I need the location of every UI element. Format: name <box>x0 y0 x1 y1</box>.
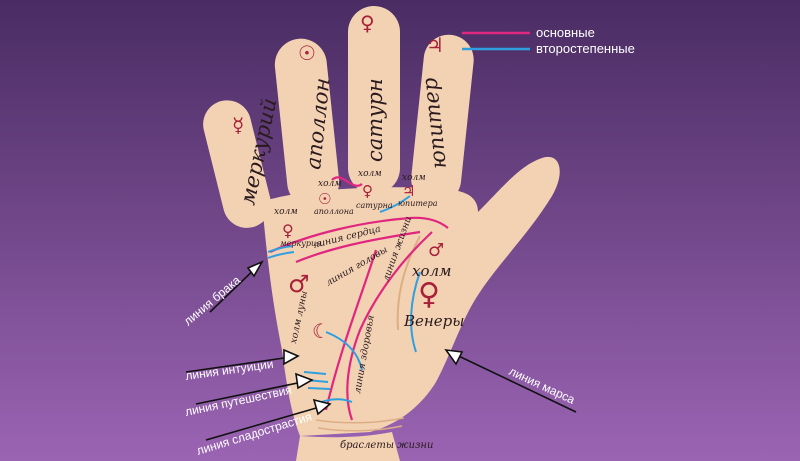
saturn-symbol-icon: ♀ <box>360 11 375 35</box>
travel-line-3 <box>307 387 331 390</box>
hand <box>203 6 560 461</box>
legend: основные второстепенные <box>462 25 635 56</box>
saturn-mount-line <box>379 195 411 213</box>
bracelets <box>315 417 405 432</box>
secondary-lines <box>267 195 421 405</box>
pointer-arrows <box>185 260 577 441</box>
fate-line <box>331 176 363 187</box>
finger-apollo <box>274 38 340 209</box>
mount-apollo: холм ☉ аполлона <box>314 179 354 216</box>
venus-mount-word: холм <box>412 262 451 280</box>
finger-jupiter <box>411 34 474 205</box>
arrow-intuition <box>185 355 299 373</box>
mount-saturn-symbol-icon: ♀ <box>362 182 373 200</box>
wrist <box>296 432 400 461</box>
mars-line <box>410 271 421 353</box>
mount-apollo-name: аполлона <box>314 207 354 216</box>
mount-apollo-symbol-icon: ☉ <box>318 190 331 208</box>
thumb-crease <box>396 235 421 331</box>
jupiter-symbol-icon: ♃ <box>426 33 444 57</box>
mount-saturn-word: холм <box>358 169 382 179</box>
finger-saturn <box>348 6 400 194</box>
main-lines <box>269 176 449 421</box>
legend-secondary-label: второстепенные <box>536 41 635 56</box>
marriage-line-2 <box>267 251 295 259</box>
legend-main-label: основные <box>536 25 595 40</box>
mars-symbol-icon: ♂ <box>288 270 310 298</box>
sun-symbol-icon: ☉ <box>298 41 316 65</box>
finger-label-saturn: сатурн <box>363 78 387 162</box>
mount-jupiter-word: холм <box>402 173 426 183</box>
mars-mount-symbol-icon: ♂ <box>428 240 444 261</box>
arrow-mars <box>445 349 577 413</box>
mount-mercury: холм ♀ меркурия <box>274 207 321 248</box>
bracelets-label: браслеты жизни <box>340 440 433 451</box>
mount-jupiter-symbol-icon: ♃ <box>402 182 415 200</box>
arrow-voluptuousness <box>205 403 331 441</box>
mount-mercury-word: холм <box>274 207 298 217</box>
arrow-travel <box>195 379 313 405</box>
mount-mercury-symbol-icon: ♀ <box>282 221 294 240</box>
mount-jupiter-name: юпитера <box>398 199 438 208</box>
venus-symbol-icon: ♀ <box>418 277 440 312</box>
mount-saturn: холм ♀ сатурна <box>356 169 393 210</box>
finger-mercury <box>203 100 271 228</box>
travel-line-1 <box>303 371 327 375</box>
mount-mercury-name: меркурия <box>280 239 321 248</box>
intuition-line <box>325 331 363 371</box>
marriage-line-1 <box>267 245 293 253</box>
head-line <box>295 230 421 264</box>
palm <box>262 156 560 436</box>
life-line <box>346 231 433 421</box>
mount-jupiter: холм ♃ юпитера <box>398 173 438 208</box>
venus-mount-label: Венеры <box>403 312 464 330</box>
mount-saturn-name: сатурна <box>356 201 393 210</box>
mount-apollo-word: холм <box>318 179 342 189</box>
heart-line <box>269 216 449 254</box>
mercury-symbol-icon: ☿ <box>232 113 244 137</box>
moon-symbol-icon: ☾ <box>312 319 330 343</box>
health-line <box>324 249 378 411</box>
